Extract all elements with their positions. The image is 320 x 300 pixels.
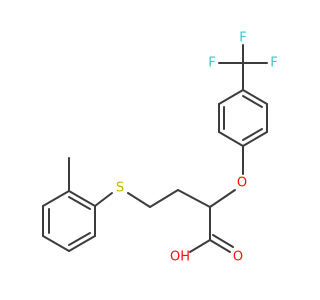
bond-c-o-double (212, 234, 234, 248)
bond-ring2-double (68, 196, 91, 210)
atom-f-left: F (208, 56, 215, 71)
atom-f-top: F (239, 31, 246, 46)
bond-ring2 (68, 190, 96, 207)
atom-f-right: F (270, 56, 277, 71)
atom-o-ether: O (237, 176, 247, 191)
bond-c-oh (189, 239, 211, 253)
bond-ring2-double (68, 232, 91, 246)
bond-ring1-double (242, 95, 263, 108)
atom-s: S (116, 181, 124, 196)
bond-s-ring (94, 192, 113, 207)
atom-oh: OH (170, 250, 190, 265)
bond-ring1-double (242, 128, 263, 141)
bond-ring1 (242, 89, 268, 105)
bond-ring2 (42, 235, 70, 252)
atom-o-carbonyl: O (233, 250, 243, 265)
bond-ring2 (68, 235, 96, 252)
bond-ch2-s (127, 192, 151, 208)
bond-ring1 (218, 131, 244, 147)
bond-o-ch (209, 189, 236, 208)
bond-ch2-ch2 (149, 189, 179, 208)
bond-c-o-double (209, 239, 231, 253)
bond-ring2 (42, 190, 70, 207)
molecule-structure-diagram: F F F O S OH O (42, 31, 278, 265)
bond-ring1 (218, 89, 244, 105)
bond-ch-ch2 (177, 189, 211, 208)
bond-ring1 (242, 131, 268, 147)
